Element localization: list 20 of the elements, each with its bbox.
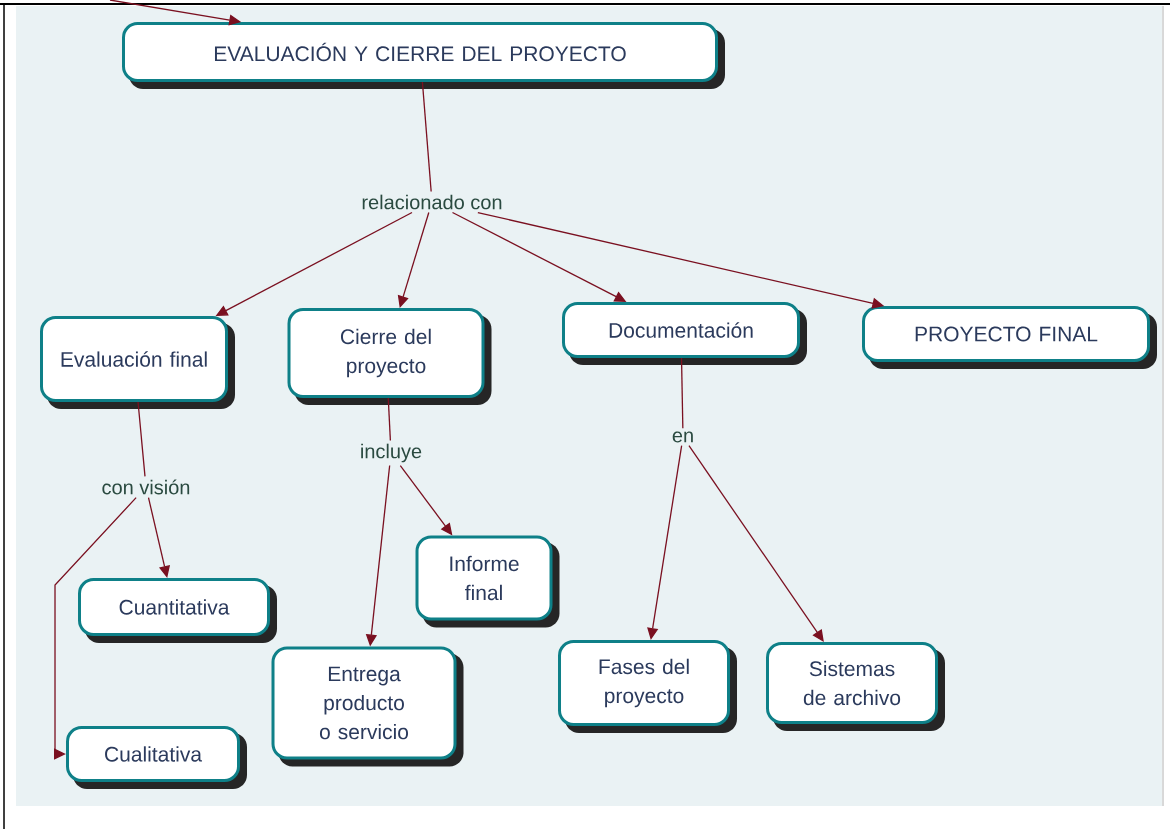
linking-phrase: incluye: [361, 443, 422, 463]
concept-box: Cualitativa: [66, 726, 247, 789]
concept-box: Cuantitativa: [78, 578, 277, 643]
linking-phrase: relacionado con: [362, 194, 502, 210]
concept-box: Documentación: [562, 302, 807, 365]
concept-box: Entrega producto o servicio: [271, 646, 464, 767]
arrow: [647, 445, 683, 640]
concept-box: Cierre del proyecto: [287, 308, 492, 405]
arrow: [53, 497, 137, 760]
concept-box: Evaluación final: [40, 316, 235, 409]
linking-phrase: con visión: [102, 479, 190, 495]
concept-box: Sistemas de archivo: [766, 642, 945, 731]
arrow: [688, 445, 824, 642]
concept-box: PROYECTO FINAL: [862, 306, 1157, 369]
arrow: [147, 497, 171, 578]
linking-phrase: en: [672, 431, 693, 443]
concept-box: Fases del proyecto: [558, 640, 737, 733]
concept-box: Informe final: [415, 535, 560, 628]
arrow: [397, 211, 430, 308]
concept-box: EVALUACIÓN Y CIERRE DEL PROYECTO: [122, 22, 725, 89]
